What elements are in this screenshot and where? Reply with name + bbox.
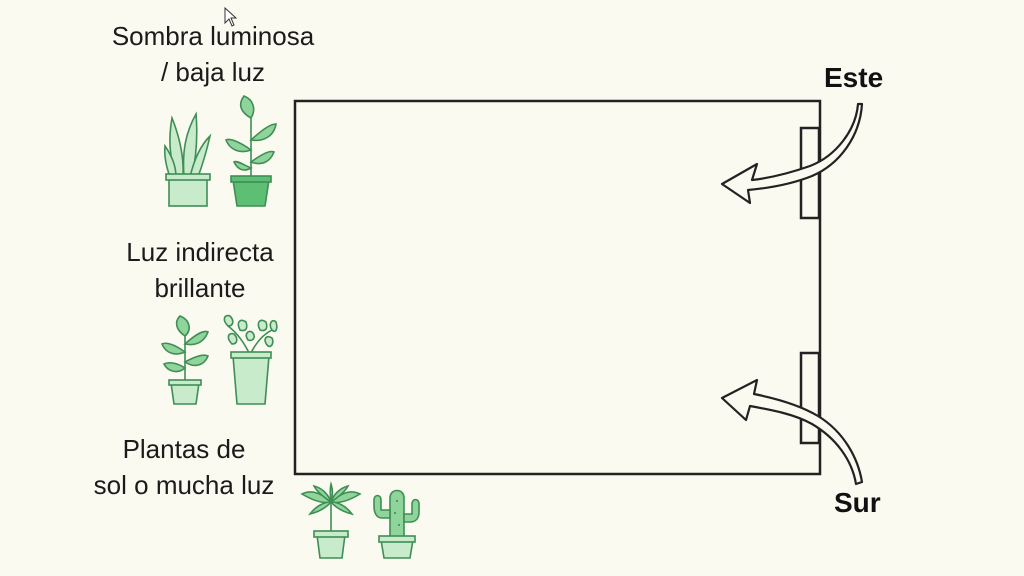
east-label: Este <box>824 62 884 93</box>
south-light-arrow <box>720 378 864 486</box>
south-label: Sur <box>834 487 881 518</box>
shade-label-line-1: Sombra luminosa <box>111 21 315 51</box>
mouse-cursor-icon <box>224 7 238 27</box>
south-window <box>799 351 821 445</box>
palm-plant-icon <box>300 481 362 559</box>
rubber-plant-icon <box>224 95 277 207</box>
small-leafy-plant-icon <box>160 315 210 405</box>
sun-label-line-1: Plantas de <box>122 434 246 464</box>
cactus-icon <box>373 489 420 559</box>
sun-label: Plantas de sol o mucha luz <box>72 431 296 503</box>
indirect-label-line-1: Luz indirecta <box>126 237 274 267</box>
pothos-plant-icon <box>223 314 278 405</box>
east-light-arrow <box>720 102 864 205</box>
indirect-label: Luz indirecta brillante <box>100 234 300 306</box>
indirect-label-line-2: brillante <box>154 273 246 303</box>
shade-label-line-2: / baja luz <box>160 57 266 87</box>
snake-plant-icon <box>163 111 212 207</box>
room-outline <box>293 99 822 476</box>
sun-label-line-2: sol o mucha luz <box>93 470 275 500</box>
shade-label: Sombra luminosa / baja luz <box>88 18 338 90</box>
